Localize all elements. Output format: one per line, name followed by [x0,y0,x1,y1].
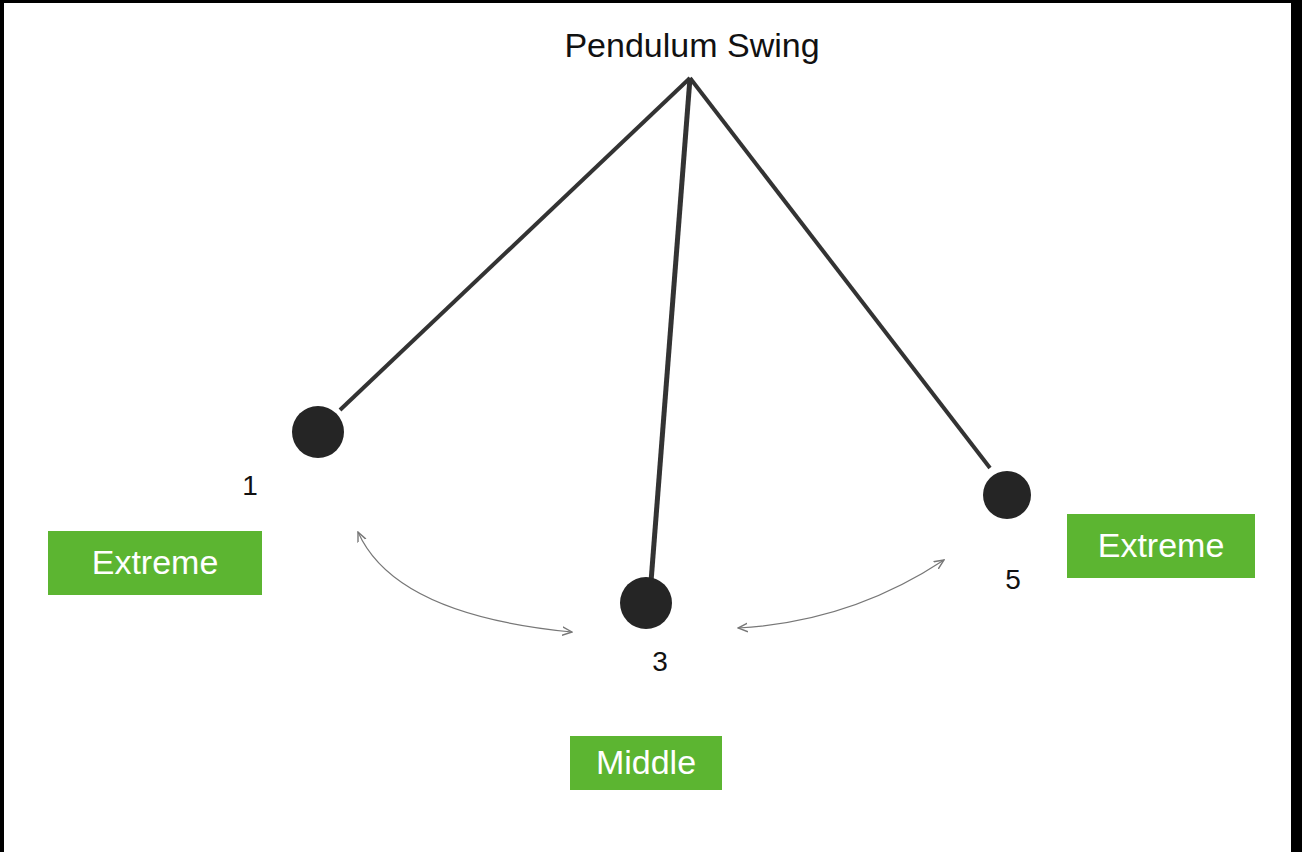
diagram-title: Pendulum Swing [564,27,819,64]
frame-edge [0,0,1302,3]
callout-number: 1 [242,471,258,502]
box-text: Extreme [92,544,219,581]
frame-edge [1291,0,1302,852]
pendulum-bob [983,471,1031,519]
box-text: Extreme [1098,527,1225,564]
callout-number: 5 [1005,565,1021,596]
pendulum-string [690,78,990,468]
box-text: Middle [596,744,696,781]
swing-arrow [358,532,572,632]
pendulum-bob [292,406,344,458]
label-box: Extreme [48,531,262,595]
pendulum-bob [620,577,672,629]
label-box: Middle [570,736,722,790]
label-box: Extreme [1067,514,1255,578]
pendulum-string [340,78,690,410]
callout-number: 3 [652,647,668,678]
pendulum-string [651,78,690,582]
frame-edge [0,0,4,852]
swing-arrow [738,560,944,628]
